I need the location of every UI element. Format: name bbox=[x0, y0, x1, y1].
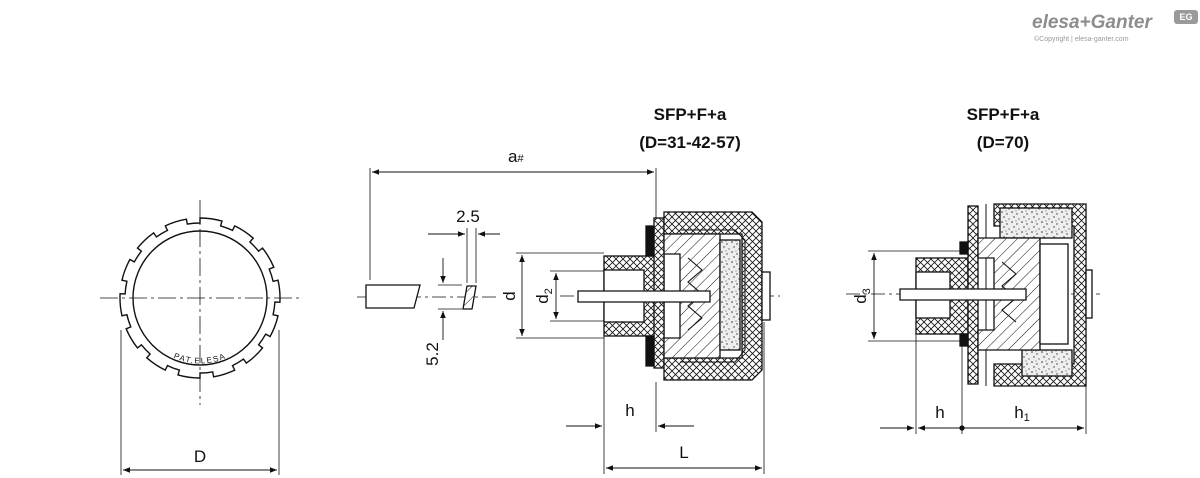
plug-section bbox=[462, 285, 477, 310]
section-large-title-2: (D=70) bbox=[977, 133, 1029, 152]
knurled-outer-ring bbox=[119, 217, 281, 379]
large-shaft bbox=[899, 288, 1027, 301]
section-small: SFP+F+a (D=31-42-57) bbox=[516, 105, 780, 474]
brand-copyright: ©Copyright | elesa-ganter.com bbox=[1034, 36, 1129, 43]
dim-label-2-5: 2.5 bbox=[456, 207, 480, 226]
brand-logo-block: elesa+Ganter EG ©Copyright | elesa-gante… bbox=[1032, 10, 1198, 50]
dim-label-a: a# bbox=[508, 147, 524, 166]
dim-label-d3: d3 bbox=[851, 288, 873, 304]
large-foam-bottom bbox=[1021, 349, 1073, 377]
section-small-title-2: (D=31-42-57) bbox=[639, 133, 741, 152]
inner-ring bbox=[132, 230, 268, 366]
section-large-title-1: SFP+F+a bbox=[967, 105, 1040, 124]
large-foam-top bbox=[999, 207, 1073, 239]
dim-label-h-large: h bbox=[935, 403, 944, 422]
section-small-title-1: SFP+F+a bbox=[654, 105, 727, 124]
brand-logo: elesa+Ganter bbox=[1032, 12, 1152, 33]
plug-body bbox=[365, 284, 421, 309]
dim-label-h-small: h bbox=[625, 401, 634, 420]
small-foam-filter bbox=[719, 239, 741, 351]
small-shaft bbox=[577, 290, 711, 303]
front-view: PAT.ELESA bbox=[100, 200, 300, 475]
plug-view bbox=[357, 168, 657, 340]
dim-label-D: D bbox=[194, 447, 206, 466]
dim-label-h1: h1 bbox=[1014, 403, 1030, 424]
dim-label-5-2: 5.2 bbox=[423, 342, 442, 366]
dim-label-d2: d2 bbox=[533, 288, 555, 304]
dim-label-d: d bbox=[500, 291, 519, 300]
section-large: SFP+F+a (D=70) bbox=[846, 105, 1100, 434]
brand-badge: EG bbox=[1174, 10, 1198, 24]
dim-label-L: L bbox=[679, 443, 688, 462]
